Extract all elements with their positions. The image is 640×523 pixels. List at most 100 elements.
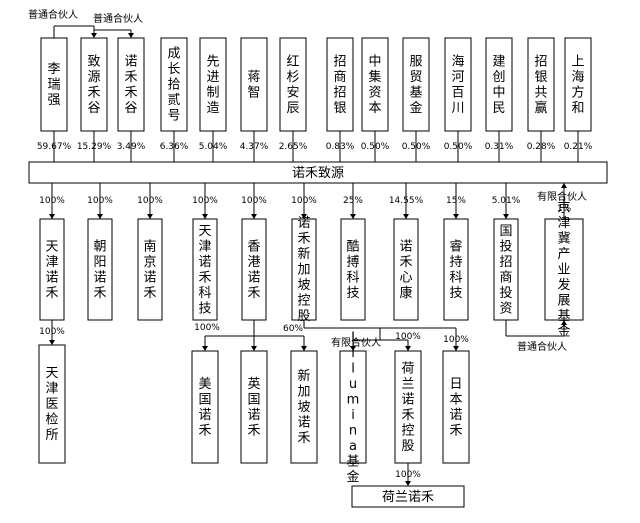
shareholder-12-box [485, 37, 513, 132]
shareholder-9-box [361, 37, 389, 132]
gp-label-3: 普通合伙人 [517, 340, 567, 353]
subsidiary-8-label: 诺禾心康 [399, 240, 412, 302]
shareholder-pct-1: 59.67% [37, 142, 72, 152]
shareholder-3-label: 诺禾禾谷 [124, 55, 137, 117]
subsidiary-arrow-icon [49, 214, 55, 219]
gp-label-2: 普通合伙人 [93, 12, 143, 25]
subsidiary-2-box [87, 218, 113, 321]
shareholder-pct-8: 0.83% [326, 142, 355, 152]
hk-child-2-label: 英国诺禾 [247, 377, 260, 439]
subsidiary-5-label: 香港诺禾 [247, 240, 260, 302]
nl-child-box [351, 485, 465, 508]
subsidiary-arrow-icon [561, 183, 567, 188]
shareholder-11-label: 海河百川 [451, 55, 464, 117]
subsidiary-6-label: 诺禾新加坡控股 [297, 216, 310, 324]
shareholder-12-label: 建创中民 [492, 55, 505, 117]
tianjin-child-pct: 100% [39, 327, 65, 337]
shareholder-pct-11: 0.50% [444, 142, 473, 152]
subsidiary-arrow-icon [503, 214, 509, 219]
subsidiary-11-box [544, 218, 584, 321]
lp-label-fund: 有限合伙人 [537, 190, 587, 203]
sg-child-2-label: 荷兰诺禾控股 [401, 362, 414, 455]
subsidiary-2-label: 朝阳诺禾 [93, 240, 106, 302]
shareholder-pct-4: 6.36% [160, 142, 189, 152]
gp-arrow-icon [91, 33, 97, 38]
arrow-down-icon [405, 481, 411, 486]
subsidiary-11-label: 京津冀产业发展基金 [557, 201, 570, 340]
subsidiary-pct-8: 14.55% [389, 196, 424, 206]
hk-child-3-box [290, 350, 318, 464]
subsidiary-arrow-icon [147, 214, 153, 219]
shareholder-13-box [527, 37, 555, 132]
center-company-box [28, 161, 608, 184]
center-company-label: 诺禾致源 [292, 166, 344, 181]
nl-child-label: 荷兰诺禾 [382, 490, 434, 505]
arrow-down-icon [453, 346, 459, 351]
tianjin-child-label: 天津医检所 [45, 366, 58, 443]
subsidiary-pct-6: 100% [291, 196, 317, 206]
arrow-down-icon [350, 346, 356, 351]
subsidiary-pct-5: 100% [241, 196, 267, 206]
gp-arrow-icon [128, 33, 134, 38]
hk-child-1-box [191, 350, 219, 464]
subsidiary-pct-2: 100% [87, 196, 113, 206]
subsidiary-7-box [340, 218, 366, 321]
nl-holding-pct: 100% [395, 332, 421, 342]
shareholder-pct-5: 5.04% [199, 142, 228, 152]
subsidiary-10-label: 国投招商投资 [499, 224, 512, 317]
subsidiary-pct-1: 100% [39, 196, 65, 206]
shareholder-13-label: 招银共赢 [534, 55, 547, 117]
shareholder-14-label: 上海方和 [571, 55, 584, 117]
shareholder-4-box [160, 37, 188, 132]
subsidiary-pct-3: 100% [137, 196, 163, 206]
shareholder-3-box [117, 37, 145, 132]
shareholder-6-box [240, 37, 268, 132]
subsidiary-arrow-icon [202, 214, 208, 219]
subsidiary-1-box [39, 218, 65, 321]
sg-child-3-box [442, 350, 470, 464]
shareholder-5-label: 先进制造 [206, 55, 219, 117]
gp-label-1: 普通合伙人 [28, 8, 78, 21]
shareholder-2-label: 致源禾谷 [87, 55, 100, 117]
subsidiary-4-label: 天津诺禾科技 [198, 224, 211, 317]
japan-pct: 100% [443, 335, 469, 345]
shareholder-10-label: 服贸基金 [409, 55, 422, 117]
subsidiary-pct-9: 15% [446, 196, 466, 206]
shareholder-pct-14: 0.21% [564, 142, 593, 152]
sg-child-3-label: 日本诺禾 [449, 377, 462, 439]
shareholder-1-box [40, 37, 68, 132]
hk-child-1-label: 美国诺禾 [198, 377, 211, 439]
subsidiary-8-box [393, 218, 419, 321]
subsidiary-5-box [241, 218, 267, 321]
subsidiary-7-label: 酷搏科技 [346, 240, 359, 302]
subsidiary-10-box [493, 218, 519, 321]
subsidiary-pct-4: 100% [192, 196, 218, 206]
shareholder-5-box [199, 37, 227, 132]
subsidiary-arrow-icon [403, 214, 409, 219]
shareholder-pct-2: 15.29% [77, 142, 112, 152]
gp-arrow-icon [561, 320, 567, 325]
arrow-down-icon [49, 340, 55, 345]
subsidiary-arrow-icon [301, 214, 307, 219]
shareholder-pct-7: 2.65% [279, 142, 308, 152]
shareholder-11-box [444, 37, 472, 132]
shareholder-2-box [80, 37, 108, 132]
subsidiary-arrow-icon [97, 214, 103, 219]
subsidiary-3-label: 南京诺禾 [143, 239, 156, 302]
sg-pct: 60% [283, 324, 303, 334]
subsidiary-6-box [291, 218, 317, 321]
arrow-down-icon [251, 346, 257, 351]
nl-pct: 100% [395, 470, 421, 480]
subsidiary-arrow-icon [350, 214, 356, 219]
hk-child-2-box [240, 350, 268, 464]
arrow-down-icon [202, 346, 208, 351]
subsidiary-pct-10: 5.01% [492, 196, 521, 206]
shareholder-pct-3: 3.49% [117, 142, 146, 152]
subsidiary-pct-11: 1% [557, 204, 572, 214]
shareholder-1-label: 李瑞强 [47, 62, 60, 108]
subsidiary-arrow-icon [453, 214, 459, 219]
shareholder-7-box [279, 37, 307, 132]
subsidiary-9-box [443, 218, 469, 321]
